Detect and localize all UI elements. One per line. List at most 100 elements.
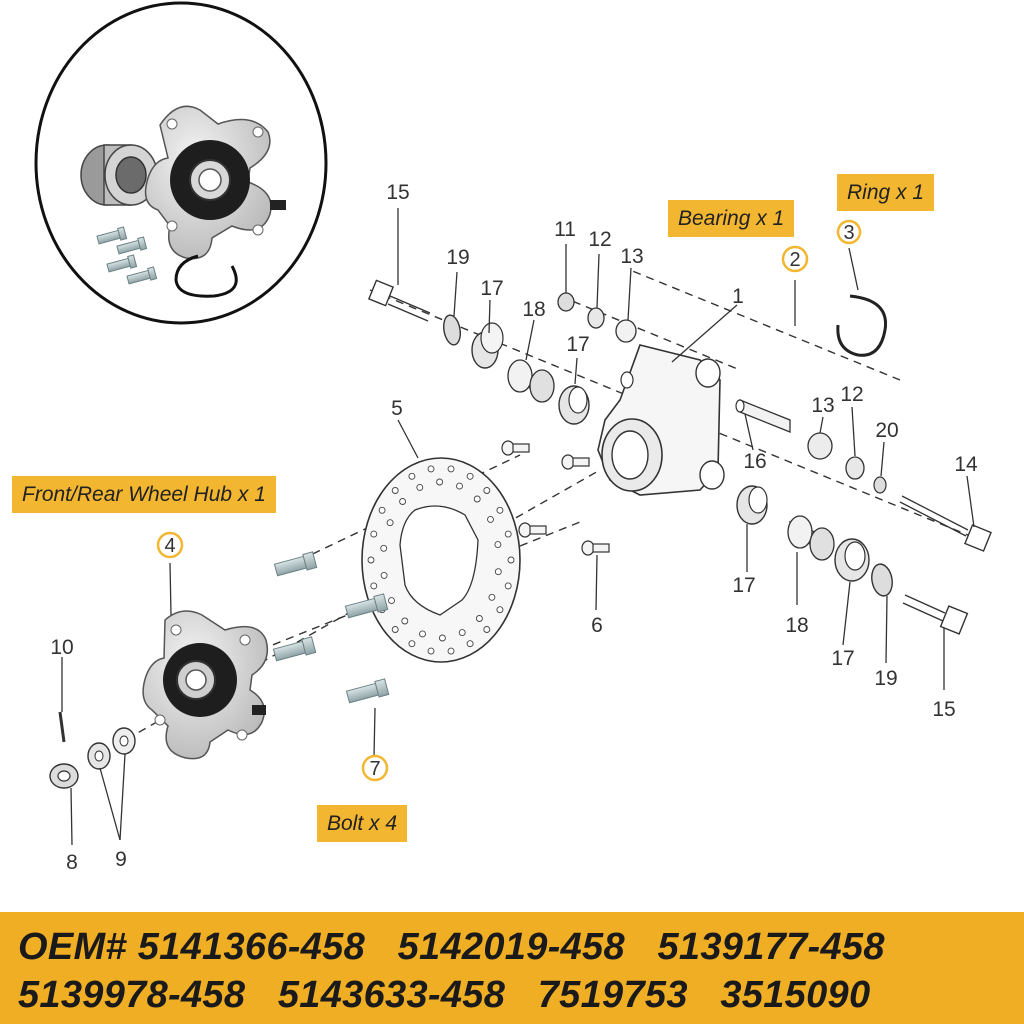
ring-label: Ring x 1	[837, 174, 935, 212]
inset-snap-ring	[174, 254, 238, 298]
disc-hole	[438, 634, 446, 642]
part-17-bushing-c	[736, 485, 768, 525]
part-13-bushing-upper	[615, 319, 637, 343]
oem-line-2: 5139978-458 5143633-458 7519753 3515090	[18, 974, 871, 1016]
disc-hole	[447, 465, 455, 473]
callout-17-d: 17	[831, 647, 854, 670]
disc-hole	[378, 506, 386, 514]
callout-15-bottom: 15	[932, 698, 955, 721]
disc-hole	[436, 478, 444, 486]
part-4-wheel-hub	[142, 610, 269, 760]
disc-hole	[475, 615, 483, 622]
disc-hole	[427, 647, 435, 655]
product-inset	[34, 1, 328, 325]
disc-hole	[488, 593, 496, 601]
part-9-washers	[87, 727, 136, 770]
callout-9: 9	[115, 848, 127, 871]
disc-hole	[494, 568, 502, 576]
callout-18-top: 18	[522, 298, 545, 321]
disc-hole	[391, 626, 399, 633]
callout-17-c: 17	[732, 574, 755, 597]
oem-banner: OEM# 5141366-458 5142019-458 5139177-458…	[0, 912, 1024, 1024]
disc-hole	[496, 606, 504, 614]
callout-16: 16	[743, 450, 766, 473]
callout-15-top: 15	[386, 181, 409, 204]
part-17-bushing-a	[471, 322, 504, 369]
disc-hole	[427, 465, 435, 473]
part-19-washer-bottom	[871, 563, 893, 597]
bolt-label: Bolt x 4	[317, 805, 408, 843]
disc-hole	[487, 515, 494, 523]
inset-hub	[144, 105, 286, 260]
disc-hole	[496, 506, 504, 514]
disc-hole	[507, 556, 515, 564]
callout-19-top: 19	[446, 246, 469, 269]
disc-hole	[391, 487, 399, 494]
disc-hole	[458, 629, 466, 637]
part-17-bushing-b	[558, 385, 590, 425]
callout-10: 10	[50, 636, 73, 659]
part-16-pin	[735, 399, 791, 433]
part-12-washer-upper	[587, 307, 605, 329]
callout-11: 11	[554, 218, 576, 241]
part-14-long-bolt	[899, 495, 992, 552]
callout-17-b: 17	[566, 333, 589, 356]
part-15-bolt-bottom	[902, 594, 969, 635]
part-6-small-bolts	[501, 440, 610, 556]
callout-3: 3	[843, 222, 854, 244]
callout-8: 8	[66, 851, 78, 874]
part-12-washer-lower	[845, 456, 865, 480]
disc-hole	[370, 582, 378, 590]
part-19-washer-top	[443, 314, 461, 346]
callout-19-bottom: 19	[874, 667, 897, 690]
part-15-bolt-top	[367, 279, 431, 322]
part-18-sleeve-top	[507, 359, 555, 403]
disc-hole	[370, 530, 378, 538]
part-8-castle-nut	[49, 763, 79, 789]
disc-hole	[380, 544, 388, 552]
callout-6: 6	[591, 614, 603, 637]
disc-hole	[416, 483, 424, 491]
part-20-washer	[873, 476, 887, 494]
part-11-nut	[557, 292, 575, 312]
part-3-snap-ring	[836, 294, 888, 357]
disc-hole	[388, 597, 395, 605]
disc-hole	[386, 519, 394, 527]
disc-hole	[483, 626, 491, 633]
disc-hole	[408, 640, 416, 648]
callout-14: 14	[954, 453, 978, 476]
part-17-bushing-d	[834, 538, 870, 582]
part-5-brake-disc	[361, 457, 521, 663]
disc-hole	[466, 640, 474, 648]
part-7-studs	[272, 551, 390, 704]
disc-hole	[483, 487, 491, 494]
part-18-sleeve-bottom	[787, 515, 835, 561]
part-13-bushing-lower	[807, 432, 833, 460]
callout-13-upper: 13	[620, 245, 643, 268]
callout-circles	[156, 219, 862, 782]
callout-12-upper: 12	[588, 228, 611, 251]
inset-studs	[96, 226, 158, 285]
part-1-knuckle	[597, 344, 725, 496]
callout-17-a: 17	[480, 277, 503, 300]
disc-hole	[399, 498, 407, 505]
bearing-label: Bearing x 1	[668, 200, 795, 238]
disc-hole	[419, 630, 426, 638]
callout-5: 5	[391, 397, 403, 420]
disc-hole	[367, 556, 375, 564]
disc-hole	[447, 647, 455, 655]
callout-12-lower: 12	[840, 383, 863, 406]
disc-hole	[456, 482, 463, 490]
callout-7: 7	[369, 758, 380, 780]
disc-hole	[401, 617, 409, 625]
wheel-hub-label: Front/Rear Wheel Hub x 1	[12, 476, 276, 514]
callout-1: 1	[732, 285, 744, 308]
disc-hole	[494, 541, 502, 549]
callout-20: 20	[875, 419, 898, 442]
callout-18-bottom: 18	[785, 614, 808, 637]
part-10-cotter-pin	[58, 711, 66, 743]
disc-hole	[408, 472, 416, 480]
leader-lines	[61, 208, 975, 846]
disc-hole	[504, 530, 512, 538]
